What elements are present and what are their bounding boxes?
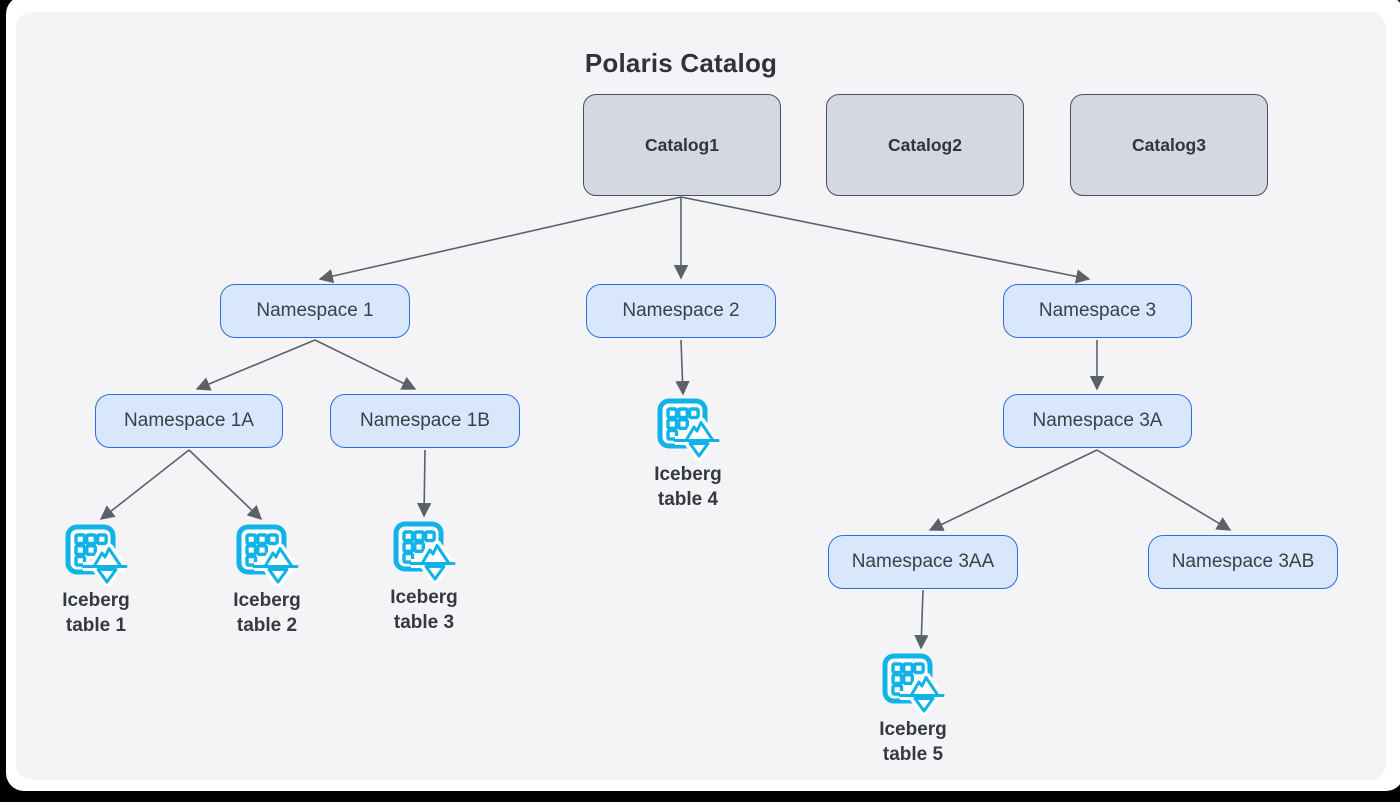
namespace-1a-label: Namespace 1A [124,410,254,431]
table-4-label-line2: table 4 [657,489,719,510]
node-namespace-3: Namespace 3 [1003,284,1192,338]
catalog3-label: Catalog3 [1132,134,1206,155]
catalog2-label: Catalog2 [888,134,962,155]
catalog1-label: Catalog1 [645,134,719,155]
table-2-label-line2: table 2 [236,615,298,636]
node-iceberg-table-5: Iceberg table 5 [838,653,988,767]
table-4-label-line1: Iceberg [654,464,722,485]
node-iceberg-table-2: Iceberg table 2 [192,524,342,638]
namespace-1b-label: Namespace 1B [360,410,490,431]
iceberg-table-icon [656,398,720,462]
namespace-3ab-label: Namespace 3AB [1171,551,1315,572]
node-iceberg-table-1: Iceberg table 1 [21,524,171,638]
node-catalog2: Catalog2 [826,94,1024,196]
iceberg-table-icon [64,524,128,588]
node-namespace-3aa: Namespace 3AA [828,535,1018,589]
node-namespace-1b: Namespace 1B [330,394,520,448]
namespace-1-label: Namespace 1 [256,300,374,321]
table-5-label-line1: Iceberg [879,719,947,740]
node-namespace-1: Namespace 1 [220,284,410,338]
iceberg-table-icon [235,524,299,588]
iceberg-table-icon [392,521,456,585]
node-catalog1: Catalog1 [583,94,781,196]
table-3-label-line1: Iceberg [390,587,458,608]
iceberg-table-icon [881,653,945,717]
namespace-2-label: Namespace 2 [622,300,740,321]
node-namespace-3a: Namespace 3A [1003,394,1192,448]
table-1-label-line2: table 1 [65,615,127,636]
namespace-3a-label: Namespace 3A [1032,410,1163,431]
node-namespace-2: Namespace 2 [586,284,776,338]
node-catalog3: Catalog3 [1070,94,1268,196]
node-iceberg-table-3: Iceberg table 3 [349,521,499,635]
namespace-3aa-label: Namespace 3AA [851,551,995,572]
node-iceberg-table-4: Iceberg table 4 [613,398,763,512]
namespace-3-label: Namespace 3 [1038,300,1157,321]
table-2-label-line1: Iceberg [233,590,301,611]
table-5-label-line2: table 5 [882,744,944,765]
table-1-label-line1: Iceberg [62,590,130,611]
diagram-title: Polaris Catalog [584,48,778,78]
node-namespace-3ab: Namespace 3AB [1148,535,1338,589]
table-3-label-line2: table 3 [393,612,455,633]
node-namespace-1a: Namespace 1A [95,394,283,448]
